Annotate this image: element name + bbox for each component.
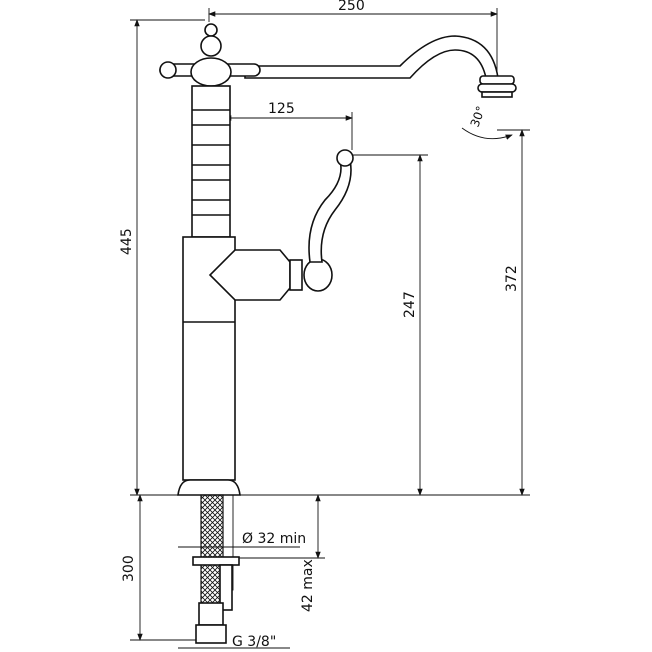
dim-hole-diameter: Ø 32 min [242, 531, 306, 547]
dim-swivel-angle: 30° [468, 104, 488, 129]
dim-lever-height: 247 [402, 291, 418, 318]
dimension-lines [130, 8, 530, 649]
dim-connection-thread: G 3/8" [232, 634, 276, 650]
supply-hose [192, 494, 240, 644]
dim-total-height: 445 [119, 228, 135, 255]
dim-spout-reach: 250 [338, 0, 365, 14]
faucet-body [159, 23, 517, 496]
dim-hose-length: 300 [121, 555, 137, 582]
dim-lever-offset: 125 [268, 101, 295, 117]
dim-max-thickness: 42 max [300, 559, 316, 612]
dim-spout-height: 372 [504, 265, 520, 292]
